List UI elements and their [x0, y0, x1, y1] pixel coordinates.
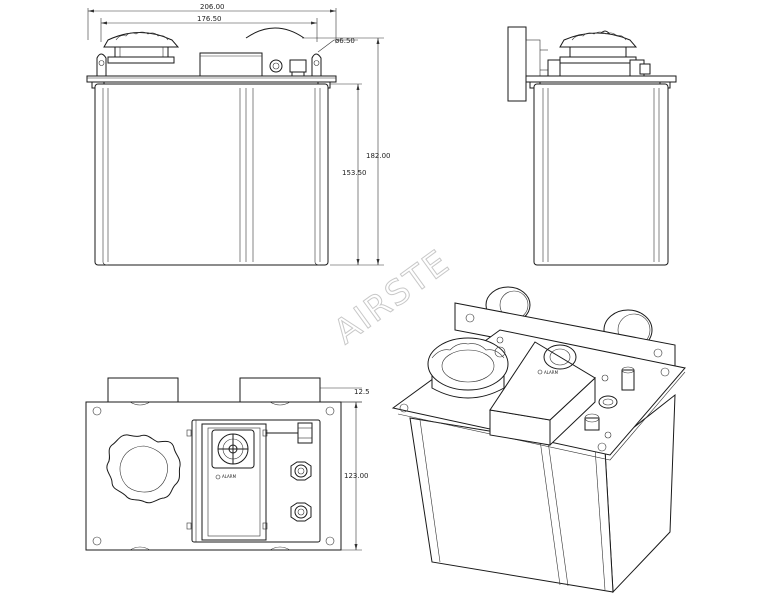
svg-text:176.50: 176.50 [197, 15, 222, 23]
svg-text:12.5: 12.5 [354, 388, 370, 396]
port-connector [290, 502, 312, 522]
isometric-view: ALARM [391, 286, 686, 594]
dimension-total-width: 206.00 [87, 3, 337, 40]
dimension-cap-offset: 12.5 [320, 387, 370, 403]
filler-cap [103, 31, 180, 64]
iso-cap [427, 337, 509, 399]
svg-text:153.50: 153.50 [342, 169, 367, 177]
svg-text:182.00: 182.00 [366, 152, 391, 160]
top-cap [106, 434, 181, 504]
svg-text:206.00: 206.00 [200, 3, 225, 11]
dimension-hole-diameter: ø6.50 [317, 37, 358, 53]
reservoir-body [94, 83, 329, 266]
iso-alarm-label: ALARM [544, 370, 559, 375]
dimension-depth: 123.00 [341, 401, 369, 551]
svg-text:123.00: 123.00 [344, 472, 369, 480]
alarm-label: ALARM [222, 474, 237, 479]
side-body [533, 83, 669, 266]
watermark: AIRSTE [327, 242, 458, 352]
fan-icon [211, 429, 255, 469]
alarm-module [199, 52, 263, 80]
side-cap [559, 31, 638, 64]
top-view: 12.5 ALARM [85, 377, 370, 551]
dimension-body-height: 153.50 [330, 83, 384, 266]
side-view [507, 26, 677, 266]
iso-alarm-module: ALARM [489, 341, 596, 447]
dimension-total-height: 182.00 [302, 37, 391, 265]
front-view: 206.00 176.50 ø6.50 [86, 3, 391, 266]
port-connector [290, 461, 312, 481]
dimension-inner-width: 176.50 [100, 15, 318, 42]
fitting [269, 59, 307, 79]
svg-text:ø6.50: ø6.50 [335, 37, 355, 45]
mounting-bracket [507, 26, 527, 102]
